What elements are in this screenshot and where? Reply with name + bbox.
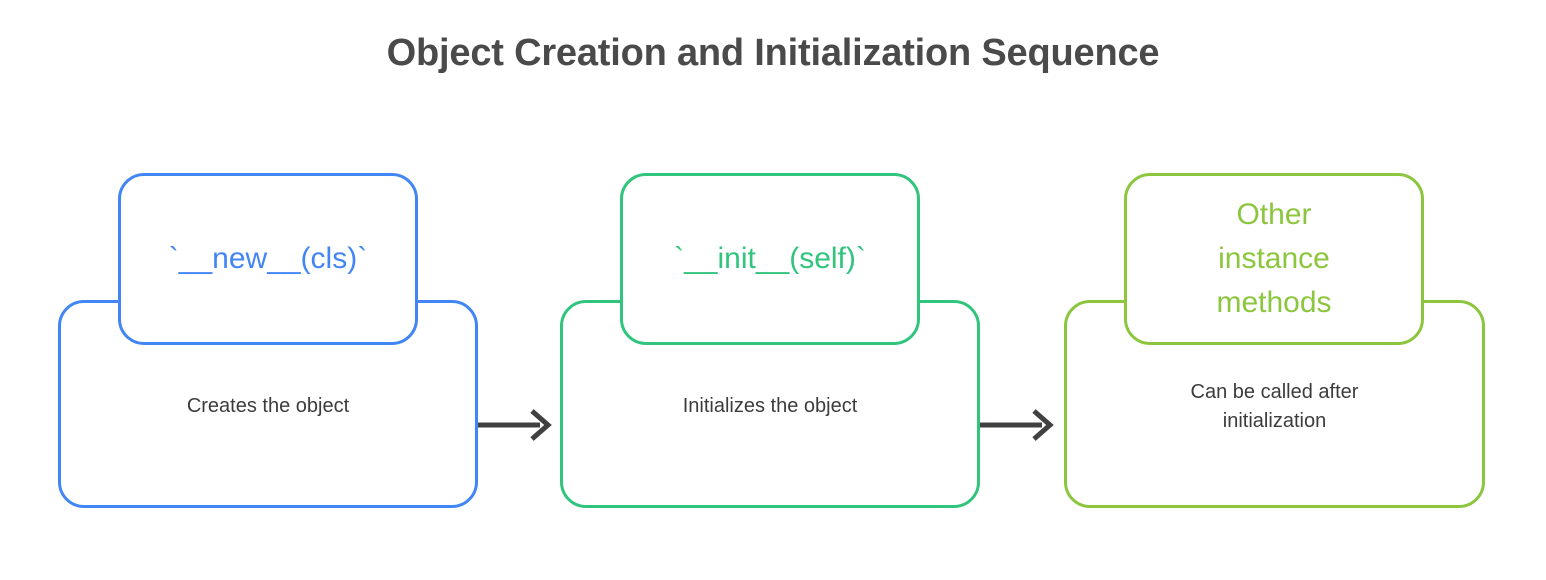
- node-description-other: Can be called after initialization: [1190, 381, 1359, 432]
- node-inner-box-init[interactable]: `__init__(self)`: [620, 173, 920, 345]
- arrow-right-icon: [980, 405, 1060, 445]
- node-inner-box-new[interactable]: `__new__(cls)`: [118, 173, 418, 345]
- node-label-other: Other instance methods: [1216, 198, 1332, 319]
- arrow-right-icon: [478, 405, 558, 445]
- node-description-new: Creates the object: [186, 395, 350, 417]
- node-description-init: Initializes the object: [682, 395, 858, 417]
- node-label-new: `__new__(cls)`: [168, 242, 368, 275]
- node-label-init: `__init__(self)`: [674, 242, 866, 275]
- node-inner-box-other[interactable]: Other instance methods: [1124, 173, 1424, 345]
- page-title: Object Creation and Initialization Seque…: [386, 32, 1160, 74]
